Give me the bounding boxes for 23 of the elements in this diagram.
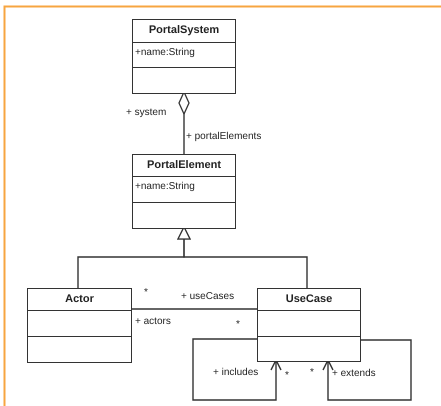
- association-arrow: [322, 339, 412, 401]
- class-name: PortalElement: [146, 158, 222, 173]
- role-label: + includes: [213, 367, 258, 378]
- role-label: + extends: [332, 368, 376, 379]
- attribute-text: +name:String: [133, 42, 235, 67]
- association-arrow: [192, 338, 282, 401]
- multiplicity-label: *: [144, 287, 148, 298]
- class-name: Actor: [64, 292, 95, 307]
- class-box: [257, 288, 361, 362]
- class-name: UseCase: [284, 292, 334, 307]
- role-label: + portalElements: [186, 131, 262, 142]
- class-box: [27, 288, 132, 363]
- class-name: PortalSystem: [148, 23, 220, 38]
- class-box: [132, 19, 236, 94]
- multiplicity-label: *: [310, 367, 314, 378]
- association-line: [132, 308, 257, 310]
- multiplicity-label: *: [285, 370, 289, 381]
- attribute-text: +name:String: [133, 176, 235, 202]
- role-label: + useCases: [181, 291, 234, 302]
- multiplicity-label: *: [236, 319, 240, 330]
- role-label: + system: [126, 107, 166, 118]
- class-box: [132, 154, 236, 229]
- role-label: + actors: [135, 316, 171, 327]
